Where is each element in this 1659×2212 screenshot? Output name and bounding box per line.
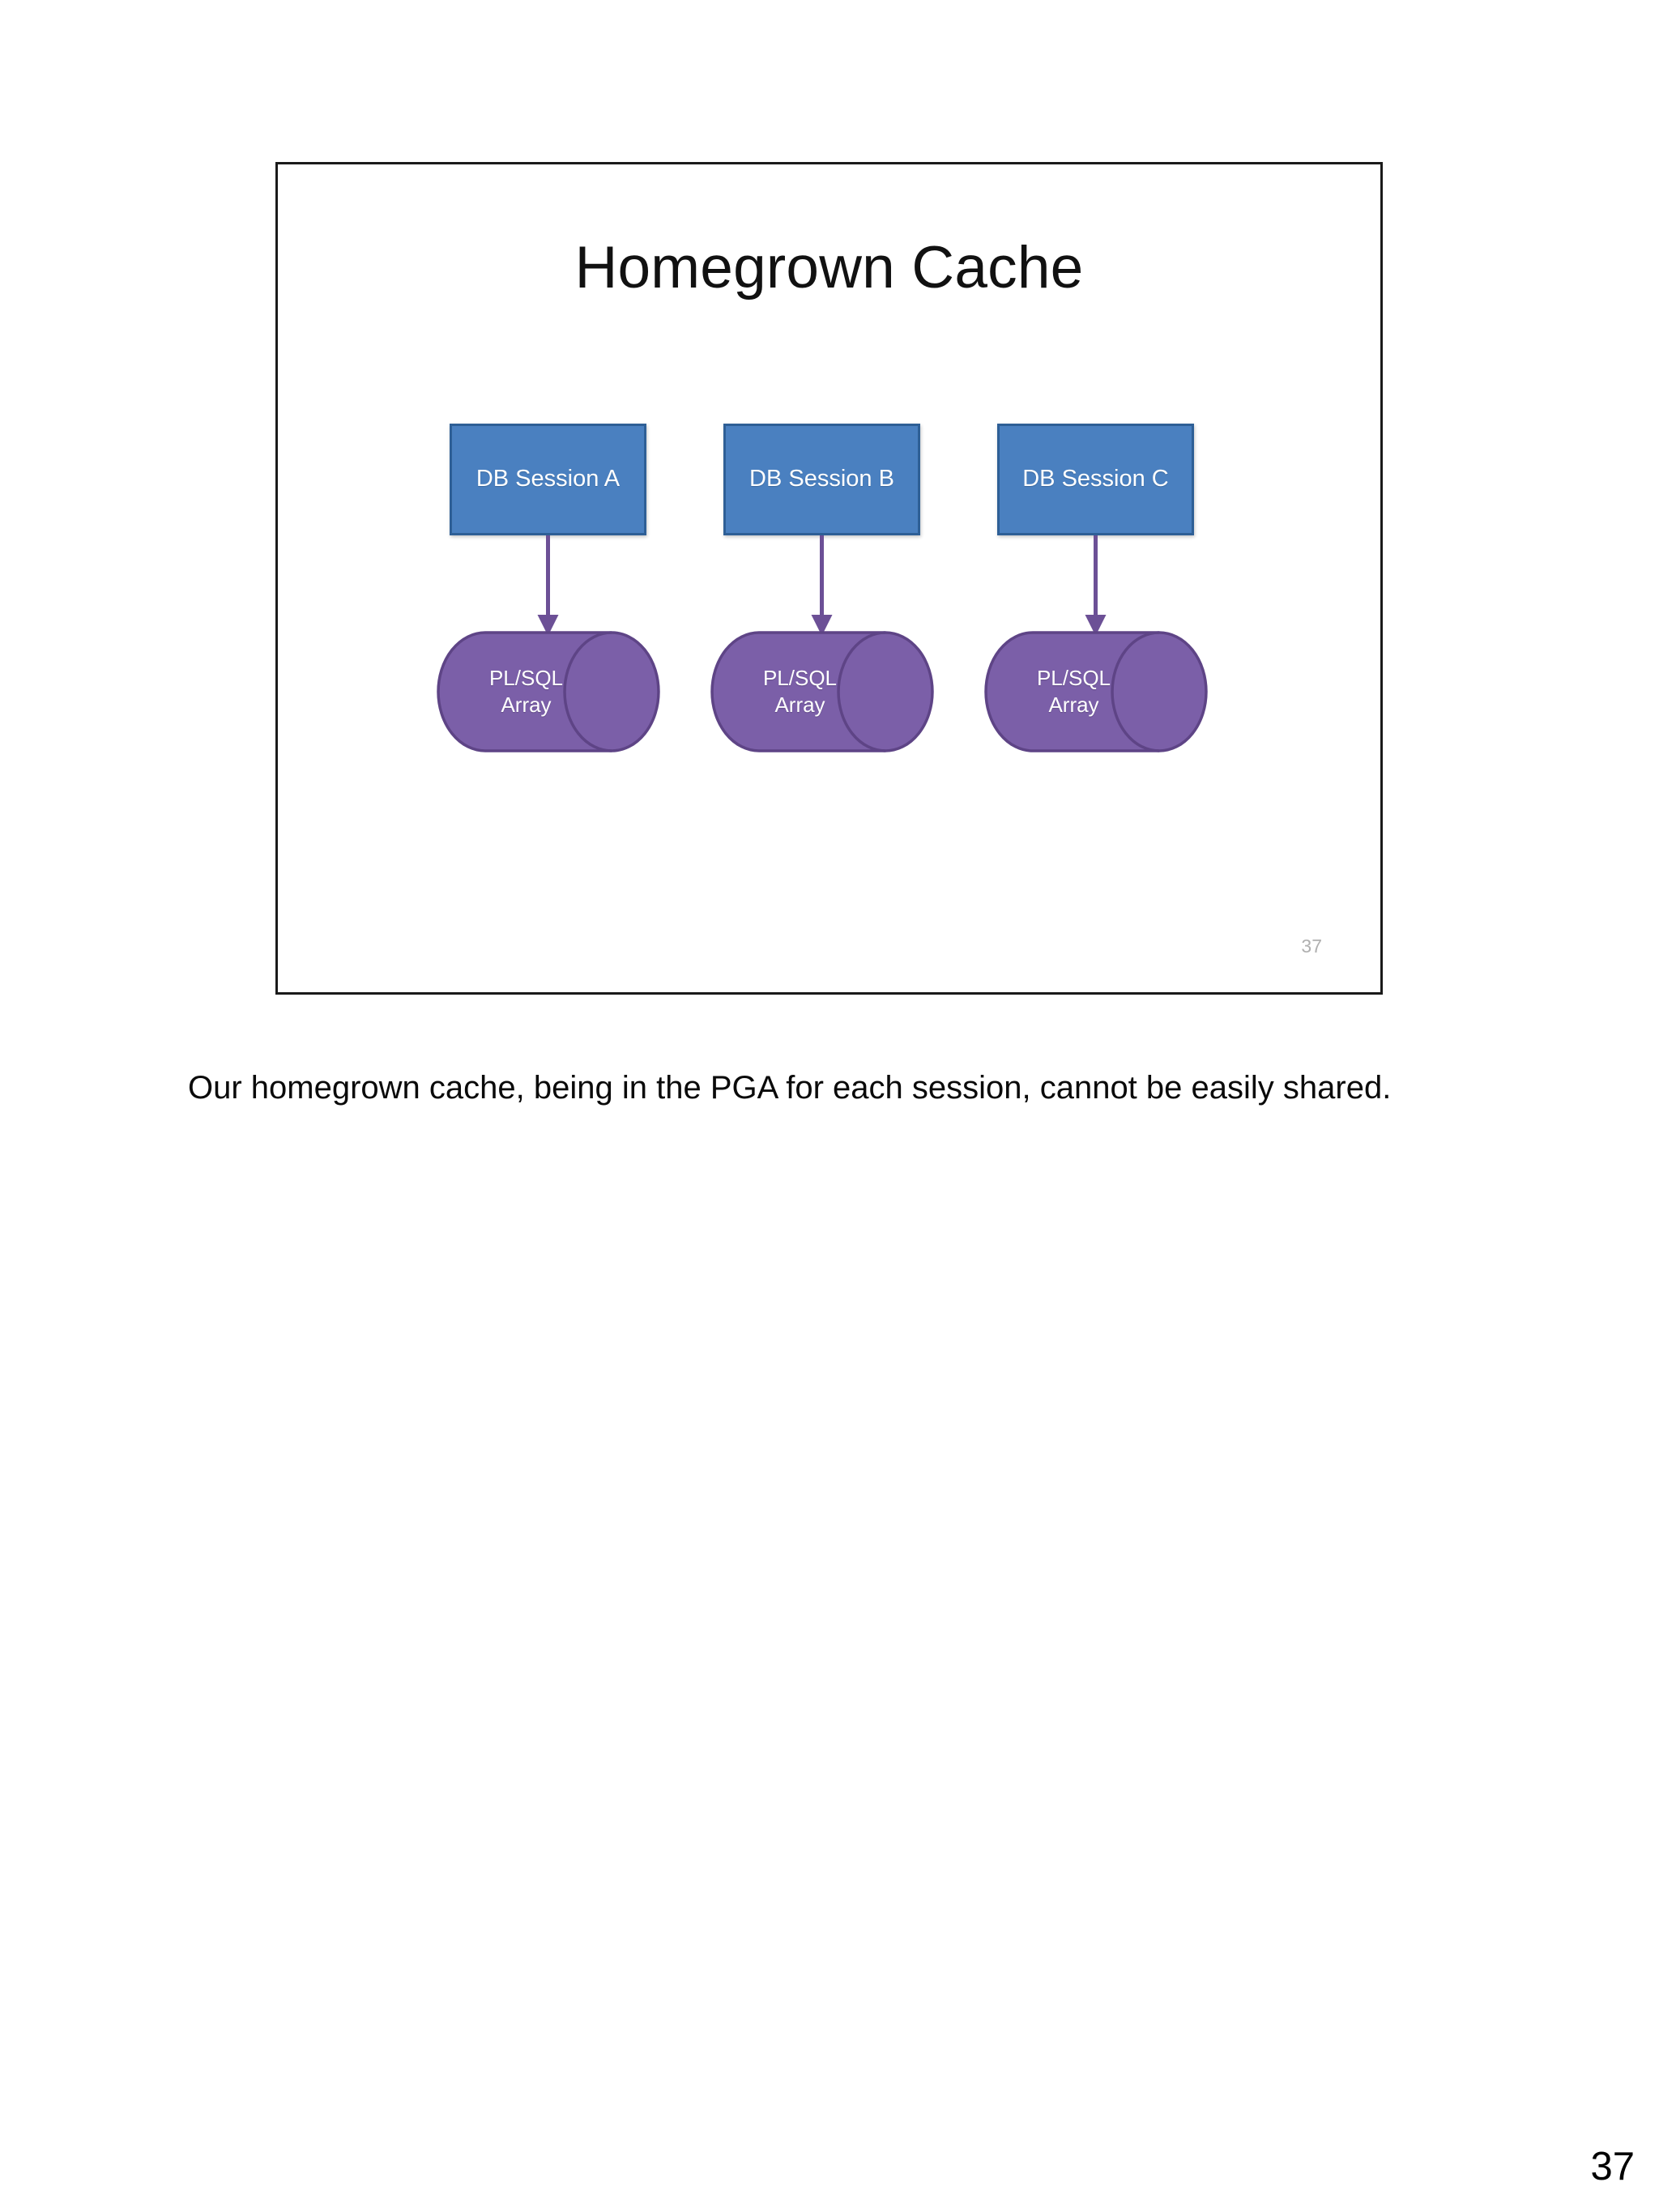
arrow-icon xyxy=(1085,535,1107,636)
slide-frame: Homegrown Cache DB Session A xyxy=(275,162,1383,995)
arrow-session-to-array xyxy=(723,535,920,637)
page-number: 37 xyxy=(1590,2145,1635,2189)
plsql-array-cylinder-b: PL/SQL Array xyxy=(710,631,934,752)
arrow-icon xyxy=(811,535,833,636)
arrow-session-to-array xyxy=(450,535,646,637)
slide-caption: Our homegrown cache, being in the PGA fo… xyxy=(188,1070,1392,1106)
session-column: DB Session C PL/SQL Array xyxy=(984,164,1265,992)
plsql-array-cylinder-a: PL/SQL Array xyxy=(437,631,660,752)
db-session-box-b: DB Session B xyxy=(723,424,920,535)
db-session-label: DB Session B xyxy=(749,466,894,492)
db-session-box-c: DB Session C xyxy=(997,424,1194,535)
arrow-icon xyxy=(537,535,559,636)
session-column: DB Session A PL/SQL Array xyxy=(437,164,717,992)
session-column: DB Session B PL/SQL Array xyxy=(710,164,991,992)
cylinder-icon xyxy=(437,631,660,752)
db-session-label: DB Session C xyxy=(1022,466,1169,492)
slide-number: 37 xyxy=(1301,936,1322,957)
cylinder-icon xyxy=(984,631,1208,752)
arrow-session-to-array xyxy=(997,535,1194,637)
db-session-label: DB Session A xyxy=(476,466,621,492)
architecture-diagram: DB Session A PL/SQL Array xyxy=(278,164,1380,992)
db-session-box-a: DB Session A xyxy=(450,424,646,535)
cylinder-icon xyxy=(710,631,934,752)
plsql-array-cylinder-c: PL/SQL Array xyxy=(984,631,1208,752)
slide-title: Homegrown Cache xyxy=(574,235,1084,300)
